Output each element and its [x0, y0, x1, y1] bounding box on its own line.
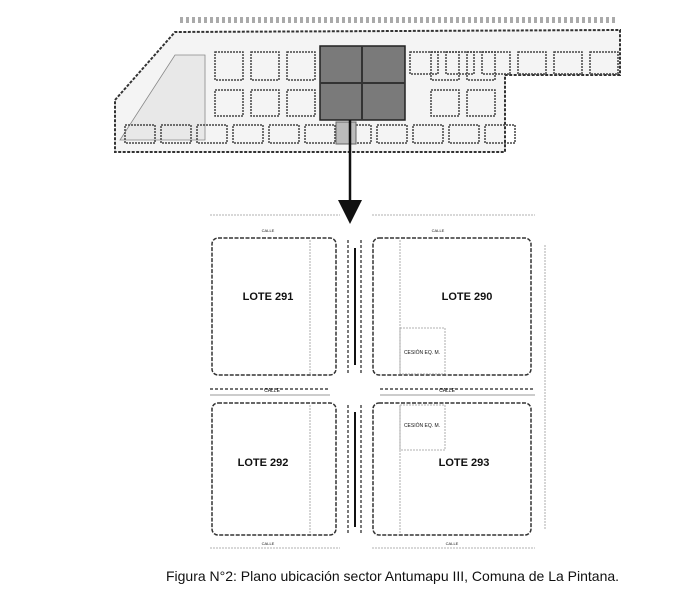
map-block: [589, 51, 619, 75]
map-block: [250, 89, 280, 117]
map-block: [448, 124, 480, 144]
map-block: [214, 51, 244, 81]
map-block: [553, 51, 583, 75]
lot-291: [211, 237, 337, 376]
map-block: [412, 124, 444, 144]
lot-label: LOTE 291: [243, 291, 294, 303]
cession-label: CESIÓN EQ. M.: [404, 349, 440, 356]
map-block: [376, 124, 408, 144]
map-block: [304, 124, 336, 144]
cession-label: CESIÓN EQ. M.: [404, 422, 440, 429]
lot-label: LOTE 293: [439, 457, 490, 469]
street-label: CALLE: [262, 541, 275, 546]
map-block: [517, 51, 547, 75]
map-block: [466, 89, 496, 117]
map-block: [484, 124, 516, 144]
overview-map: [114, 17, 621, 153]
map-block: [214, 89, 244, 117]
map-block: [430, 89, 460, 117]
map-block: [286, 51, 316, 81]
street-label: CALLE: [439, 388, 456, 394]
arrow-down-icon: [338, 120, 362, 224]
detail-plan: LOTE 291 LOTE 290 LOTE 292 LOTE 293 CESI…: [210, 214, 546, 549]
map-block: [160, 124, 192, 144]
lot-292: [211, 402, 337, 536]
street-label: CALLE: [262, 228, 275, 233]
lot-label: LOTE 290: [442, 291, 493, 303]
map-block: [124, 124, 156, 144]
street-label: CALLE: [446, 541, 459, 546]
cession-290: [399, 327, 446, 375]
figure-caption: Figura N°2: Plano ubicación sector Antum…: [165, 568, 620, 584]
lot-label: LOTE 292: [238, 457, 289, 469]
map-block: [286, 89, 316, 117]
map-block: [268, 124, 300, 144]
lot-290: [372, 237, 532, 376]
map-block: [250, 51, 280, 81]
street-label: CALLE: [432, 228, 445, 233]
cession-293: [399, 404, 446, 451]
map-block: [466, 51, 496, 81]
street-label: CALLE: [264, 388, 281, 394]
lot-293: [372, 402, 532, 536]
map-block: [232, 124, 264, 144]
map-block: [196, 124, 228, 144]
map-block: [445, 51, 475, 75]
map-block: [481, 51, 511, 75]
map-block: [409, 51, 439, 75]
map-block: [430, 51, 460, 81]
